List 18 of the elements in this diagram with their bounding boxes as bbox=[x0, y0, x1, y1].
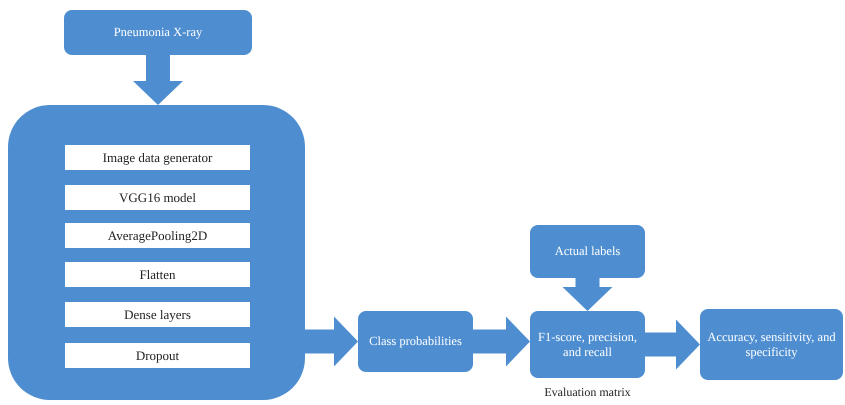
layer-box: VGG16 model bbox=[65, 185, 250, 210]
process-box: Actual labels bbox=[530, 225, 645, 278]
block-arrow bbox=[473, 316, 530, 366]
process-box: Pneumonia X-ray bbox=[64, 10, 252, 55]
layer-box: Dropout bbox=[65, 343, 250, 368]
block-arrow bbox=[645, 320, 700, 370]
block-arrow bbox=[562, 278, 612, 311]
layer-box: Dense layers bbox=[65, 302, 250, 327]
process-box: Class probabilities bbox=[358, 311, 473, 372]
layer-box: Image data generator bbox=[65, 145, 250, 170]
block-arrow bbox=[133, 55, 183, 105]
process-box: Accuracy, sensitivity, and specificity bbox=[700, 309, 843, 380]
container-box bbox=[8, 105, 305, 400]
layer-box: Flatten bbox=[65, 262, 250, 287]
node-caption: Evaluation matrix bbox=[543, 384, 632, 401]
layer-box: AveragePooling2D bbox=[65, 223, 250, 248]
process-box: F1-score, precision, and recall bbox=[530, 311, 645, 378]
block-arrow bbox=[305, 316, 358, 366]
